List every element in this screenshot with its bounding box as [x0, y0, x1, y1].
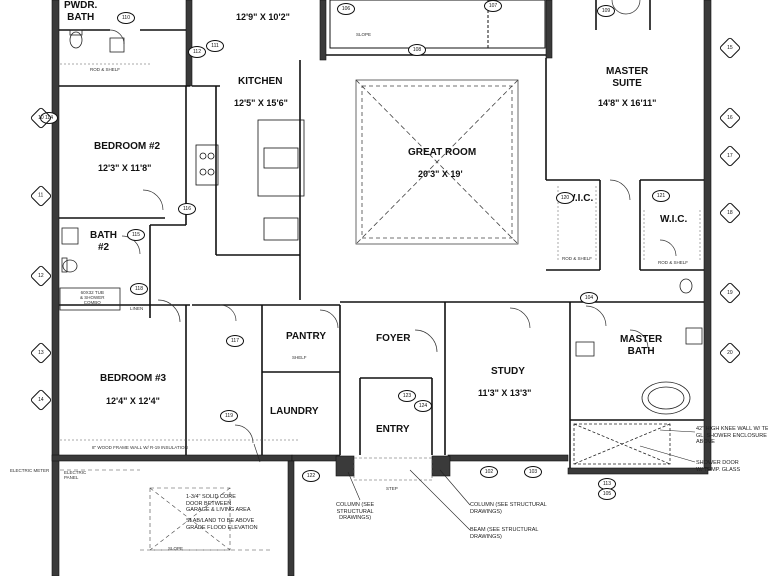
door-tag-102: 102	[480, 466, 498, 478]
room-dims-top: 12'9" X 10'2"	[236, 12, 290, 22]
note-slab-above-grade: SLAB/LAND TO BE ABOVE GRADE FLOOD ELEVAT…	[186, 518, 258, 531]
door-tag-110: 110	[117, 12, 135, 24]
door-tag-104: 104	[580, 292, 598, 304]
room-label-pwdr-bath: PWDR. BATH	[64, 0, 98, 23]
door-tag-112: 112	[188, 46, 206, 58]
door-tag-105: 105	[598, 488, 616, 500]
note-solid-core-door: 1-3/4" SOLID CORE DOOR BETWEEN GARAGE & …	[186, 494, 251, 514]
frame-wall-label: 8" WOOD FRAME WALL W/ R-19 INSULATION	[92, 445, 188, 450]
room-dims-master-suite: 14'8" X 16'11"	[598, 98, 657, 108]
room-label-study: STUDY	[491, 366, 525, 377]
room-label-master-bath: MASTER BATH	[620, 334, 663, 357]
room-label-wic-left: W.I.C.	[566, 193, 594, 204]
door-tag-111: 111	[206, 40, 224, 52]
slope-label-bottom: SLOPE	[168, 546, 184, 551]
room-label-bedroom-2: BEDROOM #2	[94, 141, 161, 152]
door-tag-109: 109	[597, 5, 615, 17]
door-tag-121: 121	[652, 190, 670, 202]
top-porch	[329, 0, 546, 49]
door-tag-124: 124	[414, 400, 432, 412]
bath-fixtures	[59, 29, 703, 465]
room-dims-study: 11'3" X 13'3"	[478, 388, 532, 398]
room-dims-bedroom-3: 12'4" X 12'4"	[106, 396, 160, 406]
door-tag-107: 107	[484, 0, 502, 12]
room-label-pantry: PANTRY	[286, 331, 326, 342]
room-label-great-room: GREAT ROOM	[408, 147, 477, 158]
garage-area	[60, 469, 270, 551]
room-dims-great-room: 20'3" X 19'	[418, 169, 463, 179]
room-label-laundry: LAUNDRY	[270, 406, 319, 417]
room-label-wic-right: W.I.C.	[660, 214, 688, 225]
door-tag-118: 118	[130, 283, 148, 295]
step-label: STEP	[386, 486, 398, 491]
room-dims-kitchen: 12'5" X 15'6"	[234, 98, 288, 108]
kitchen-island	[195, 119, 305, 241]
door-swings	[109, 0, 677, 444]
rod-shelf-label-1: ROD & SHELF	[90, 67, 121, 72]
door-tag-113: 113	[598, 478, 616, 490]
room-label-bath-2: BATH #2	[90, 230, 118, 253]
door-tag-123: 123	[398, 390, 416, 402]
slope-label-top: SLOPE	[356, 32, 372, 37]
leader-lines	[253, 429, 696, 531]
door-tag-106: 106	[337, 3, 355, 15]
room-label-bedroom-3: BEDROOM #3	[100, 373, 167, 384]
door-tag-120: 120	[556, 192, 574, 204]
room-label-master-suite: MASTER SUITE	[606, 66, 649, 89]
room-dims-bedroom-2: 12'3" X 11'8"	[98, 163, 152, 173]
rod-shelf-label-2: ROD & SHELF	[562, 256, 593, 261]
electric-panel-label: ELECTRIC PANEL	[64, 470, 87, 481]
door-tag-114: 114	[40, 112, 58, 124]
note-beam: BEAM (SEE STRUCTURAL DRAWINGS)	[470, 527, 539, 540]
door-tag-122: 122	[302, 470, 320, 482]
door-tag-103: 103	[524, 466, 542, 478]
door-tag-116: 116	[178, 203, 196, 215]
rod-shelf-label-3: ROD & SHELF	[658, 260, 689, 265]
door-tag-108: 108	[408, 44, 426, 56]
note-column-left: COLUMN (SEE STRUCTURAL DRAWINGS)	[336, 502, 375, 522]
linen-label: LINEN	[130, 306, 144, 311]
entry-step	[353, 457, 433, 481]
door-tag-117: 117	[226, 335, 244, 347]
room-label-entry: ENTRY	[376, 424, 410, 435]
room-label-kitchen: KITCHEN	[238, 76, 283, 87]
door-tag-119: 119	[220, 410, 238, 422]
interior-walls	[59, 0, 704, 468]
exterior-walls	[51, 0, 712, 577]
note-shower-door: SHOWER DOOR W/ TEMP. GLASS	[696, 460, 741, 473]
shelf-label: SHELF	[292, 355, 307, 360]
great-room-ceiling	[355, 79, 519, 245]
door-tag-115: 115	[127, 229, 145, 241]
note-knee-wall: 42" HIGH KNEE WALL W/ TEMP GL. SHOWER EN…	[696, 426, 768, 446]
electric-meter-label: ELECTRIC METER	[10, 468, 50, 473]
tub-label: 60X32 TUB & SHOWER COMBO	[80, 290, 105, 306]
note-column-right: COLUMN (SEE STRUCTURAL DRAWINGS)	[470, 502, 547, 515]
room-label-foyer: FOYER	[376, 333, 411, 344]
